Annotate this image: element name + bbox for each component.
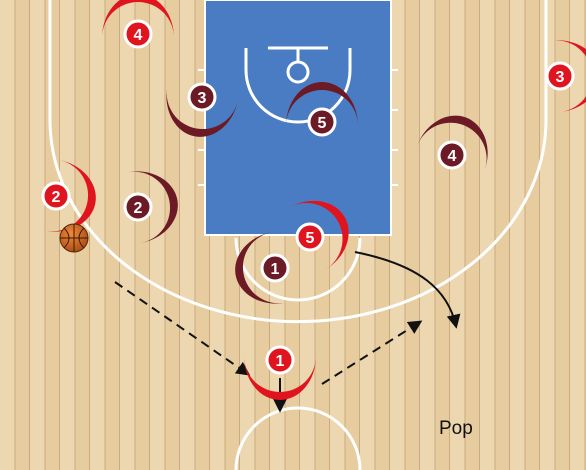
offense-number: 5 xyxy=(306,230,315,247)
offense-number: 1 xyxy=(276,353,285,370)
pop-annotation: Pop xyxy=(439,418,473,440)
basketball-icon[interactable] xyxy=(60,224,88,252)
offense-number: 2 xyxy=(52,189,61,206)
paint-area xyxy=(205,0,391,235)
offense-number: 4 xyxy=(134,27,143,44)
defender-number: 4 xyxy=(448,148,457,165)
defender-number: 3 xyxy=(198,90,207,107)
offense-number: 3 xyxy=(556,69,565,86)
defender-number: 2 xyxy=(134,200,143,217)
defender-number: 5 xyxy=(318,115,327,132)
defender-number: 1 xyxy=(271,261,280,278)
